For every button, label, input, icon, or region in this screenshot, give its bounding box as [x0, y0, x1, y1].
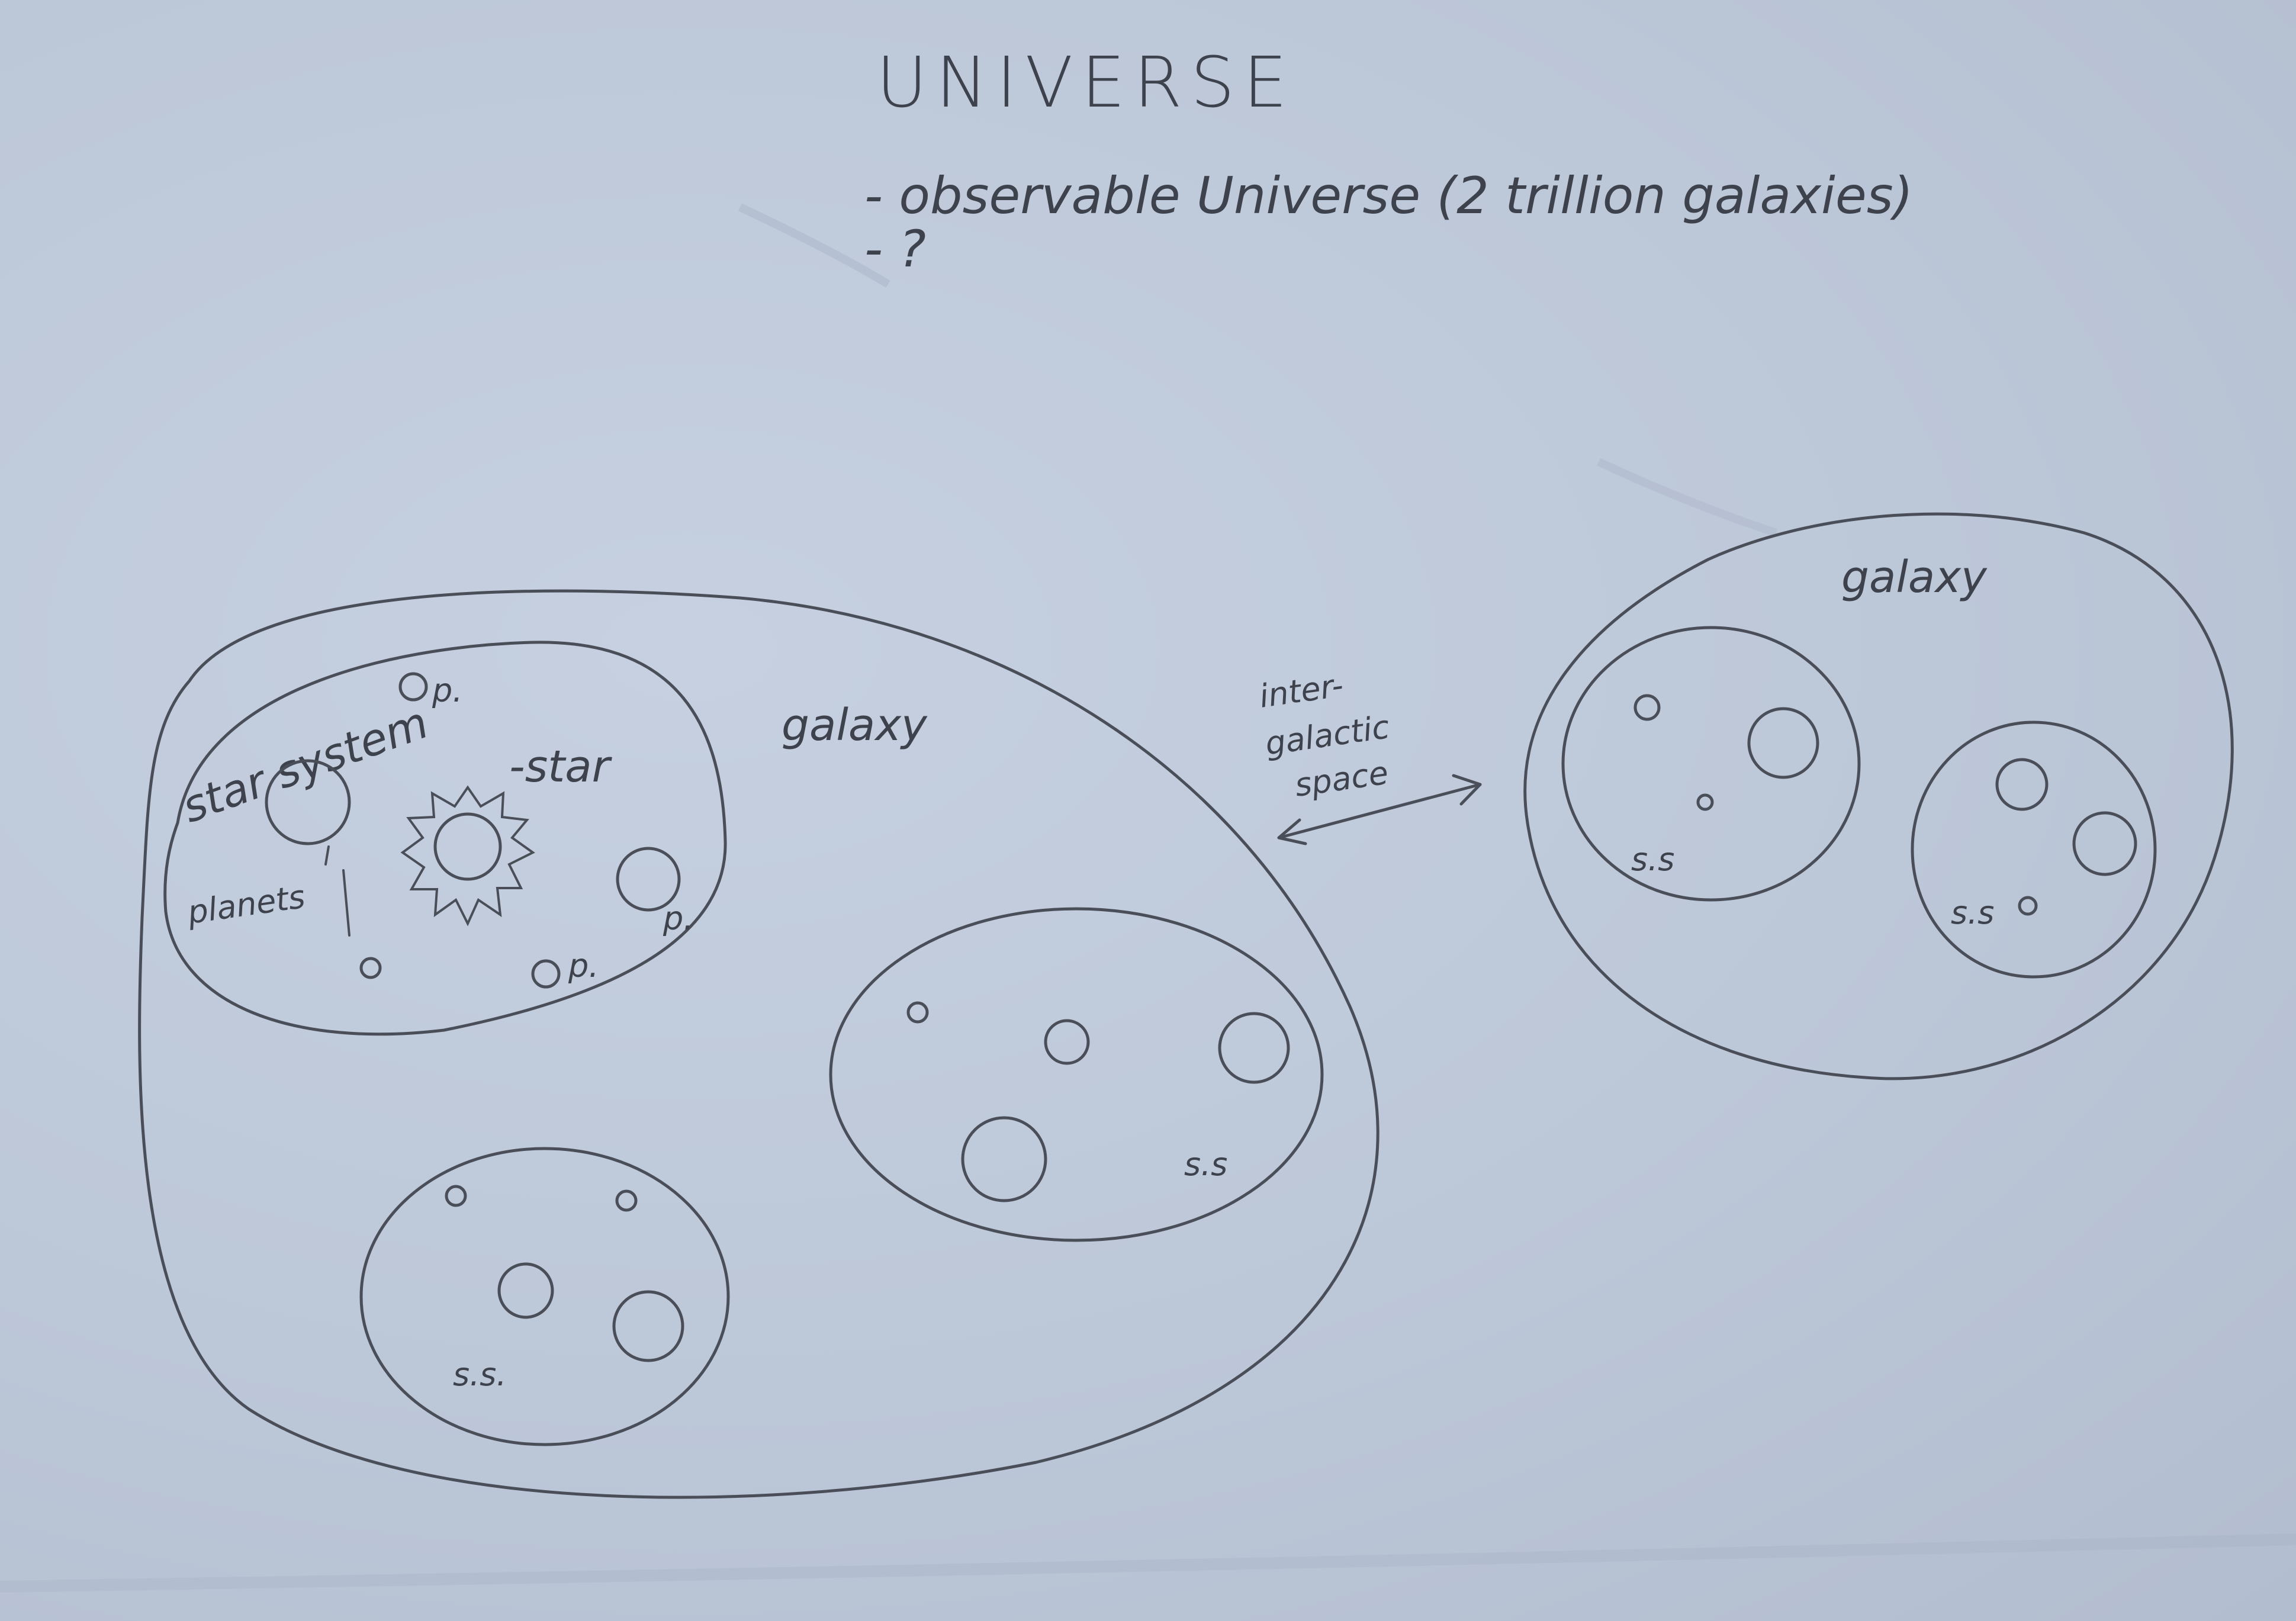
star-system-label: star system [176, 697, 435, 833]
intergalactic-label-line2: galactic [1263, 708, 1392, 763]
solar-system-label: s.s. [453, 1356, 507, 1393]
double-arrow [1277, 783, 1482, 840]
planet-medium [616, 847, 681, 912]
planet-mark: p. [568, 947, 599, 985]
note-observable-universe: - observable Universe (2 trillion galaxi… [864, 166, 1913, 226]
galaxy-right-label: galaxy [1841, 552, 1988, 603]
solar-system-right-galaxy-a [1561, 626, 1861, 902]
planet-small [398, 672, 428, 702]
arrow-head-left [1277, 818, 1307, 845]
solar-system-right: s.s [829, 907, 1324, 1242]
arrow-head-right [1452, 774, 1482, 806]
star-label: -star [509, 741, 613, 792]
planet-small [531, 959, 561, 989]
star-system: star system -star planets p. p. p. [163, 641, 727, 1036]
star-icon [433, 812, 502, 881]
planet-large [265, 759, 351, 845]
solar-system-right-galaxy-b [1911, 721, 2157, 979]
solar-system-bottom: s.s. [359, 1147, 730, 1446]
galaxy-left-label: galaxy [782, 700, 928, 751]
page-title: UNIVERSE [876, 41, 1295, 123]
solar-system-label: s.s [1184, 1146, 1227, 1183]
note-question: - ? [864, 220, 926, 279]
planet-mark: p. [663, 900, 693, 937]
intergalactic-label-line1: inter- [1257, 667, 1346, 715]
solar-system-label: s.s [1631, 841, 1674, 878]
galaxy-right: galaxy s.s s.s [1523, 512, 2234, 1080]
galaxy-left-outline [138, 589, 1379, 1499]
intergalactic-space: inter- galactic space [1257, 667, 1482, 845]
star-rays [400, 785, 535, 927]
galaxy-right-outline [1523, 512, 2234, 1080]
planet-tiny [359, 957, 382, 979]
planet-mark: p. [432, 672, 462, 709]
planets-label: planets [185, 878, 307, 931]
solar-system-label: s.s [1951, 894, 1994, 931]
intergalactic-label-line3: space [1292, 754, 1391, 803]
